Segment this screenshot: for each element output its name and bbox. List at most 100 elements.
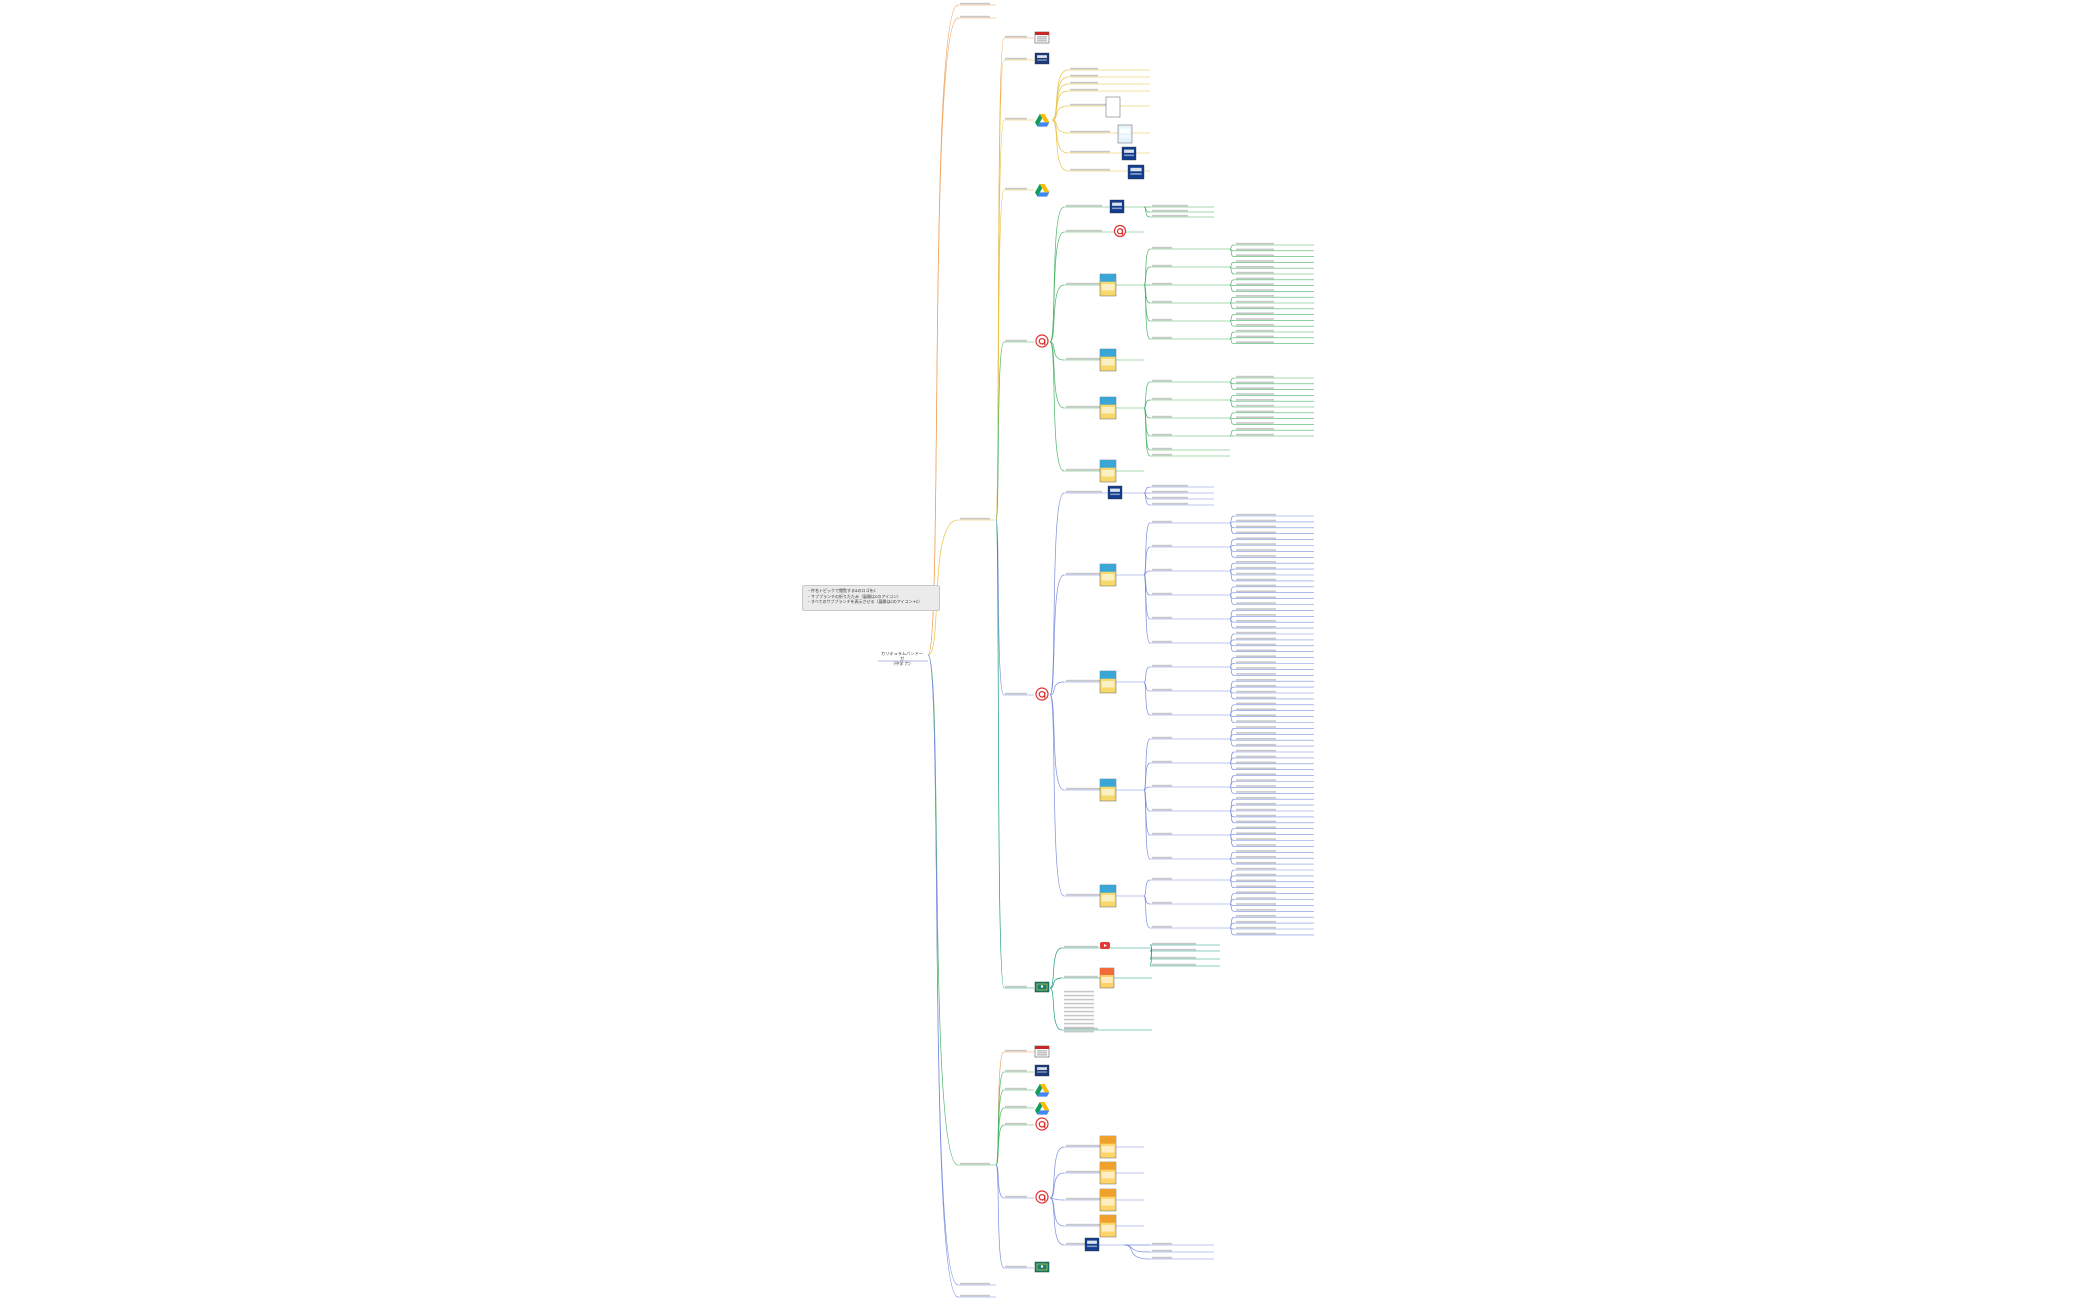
branch-line [1229,893,1235,905]
node-label-placeholder [1152,956,1196,959]
textbook-cover-icon [1099,1214,1117,1238]
node-label-placeholder [1152,856,1172,859]
node-label-placeholder [1152,901,1172,904]
branch-line [1229,738,1235,747]
branch-line [1143,570,1151,576]
branch-line [1149,944,1153,949]
branch-line [1049,231,1065,343]
node-label-placeholder [1236,578,1276,581]
node-label-placeholder [1236,566,1276,569]
node-label-placeholder [1236,797,1276,799]
branch-line [1229,296,1235,304]
branch-line [1229,666,1235,676]
node-label-placeholder [1236,341,1274,343]
root-topic[interactable]: カリキュラムバンドーガ （中学 六） [880,651,924,666]
node-label-placeholder [1066,357,1102,360]
node-label-placeholder [1152,688,1172,691]
root-subtitle: （中学 六） [890,661,914,666]
google-drive-icon [1035,184,1050,197]
note-line-3: ・すべてのサブブランチを表示させる（展開はcのアイコン+c） [807,599,923,605]
node-label-placeholder [1152,214,1188,217]
node-label-placeholder [1236,897,1276,899]
branch-line [1143,546,1151,576]
node-label-placeholder [1152,925,1172,928]
node-label-placeholder [1236,690,1276,693]
branch-line [1229,710,1235,716]
instruction-note: ・件名トピックで閲覧するaのロゴをc ・サブブランチの折りたたみ（展開はcのアイ… [802,585,940,611]
node-label-placeholder [1152,433,1172,436]
branch-line [1229,570,1235,582]
textbook-cover-icon [1099,348,1117,372]
book-cover-icon [1084,1237,1100,1252]
branch-line [1229,618,1235,629]
node-label-placeholder [1236,779,1276,781]
node-label-placeholder [1066,229,1102,232]
node-label-placeholder [1236,375,1274,378]
node-label-placeholder [1236,329,1274,332]
node-label-placeholder [1236,531,1276,534]
node-label-placeholder [1236,714,1276,716]
textbook-cover-icon [1099,778,1117,802]
node-label-placeholder [1236,791,1276,793]
book-cover-icon [1121,146,1137,161]
branch-line [1229,757,1235,764]
branch-line [1229,248,1235,257]
node-label-placeholder [1236,679,1276,681]
node-label-placeholder [1236,867,1276,870]
branch-line [1229,244,1235,250]
branch-line [1229,879,1235,889]
node-label-placeholder [1066,572,1102,575]
branch-line [1229,412,1235,419]
node-label-placeholder [1236,248,1274,251]
branch-line [1229,395,1235,401]
node-label-placeholder [1236,428,1274,430]
node-label-placeholder [1152,760,1172,763]
node-label-placeholder [1236,702,1276,705]
branch-line [1143,522,1151,576]
node-label-placeholder [1066,893,1102,896]
node-label-placeholder [1236,300,1274,303]
branch-line [1229,279,1235,286]
textbook-cover-icon [1099,1161,1117,1185]
node-label-placeholder [1152,484,1188,487]
node-label-placeholder [1236,767,1276,770]
branch-line [1049,1197,1065,1246]
branch-line [1229,875,1235,881]
node-label-placeholder [1236,861,1276,864]
node-label-placeholder [1152,568,1172,571]
node-label-placeholder [1236,260,1274,262]
node-label-placeholder [1236,832,1276,834]
node-label-placeholder [1070,103,1110,106]
node-label-placeholder [1236,318,1274,320]
branch-line [1229,429,1235,437]
node-label-placeholder [1236,306,1274,309]
node-label-placeholder [1064,1030,1094,1033]
branch-line [1229,657,1235,668]
branch-line [1049,574,1065,696]
node-label-placeholder [1152,336,1172,339]
node-label-placeholder [1070,130,1110,133]
node-label-placeholder [1066,679,1102,682]
node-label-placeholder [1152,1242,1172,1245]
node-label-placeholder [1236,283,1274,285]
branch-line [1143,681,1151,716]
google-drive-icon [1035,114,1050,127]
branch-line [1229,284,1235,292]
branch-line [1229,302,1235,310]
node-label-placeholder [1064,1018,1094,1021]
node-label-placeholder [960,1294,990,1297]
book-cover-icon [1109,199,1125,214]
node-label-placeholder [1152,379,1172,382]
a-logo-icon [1035,334,1049,348]
node-label-placeholder [1152,544,1172,547]
node-label-placeholder [1236,602,1276,604]
branch-line [1229,642,1235,653]
branch-line [1229,927,1235,936]
node-label-placeholder [1236,525,1276,528]
node-label-placeholder [1236,667,1276,669]
node-label-placeholder [1152,520,1172,523]
node-label-placeholder [1236,561,1276,563]
book-cover-icon [1127,164,1145,180]
textbook-cover-icon [1099,459,1117,483]
classroom-icon [1034,1261,1050,1273]
